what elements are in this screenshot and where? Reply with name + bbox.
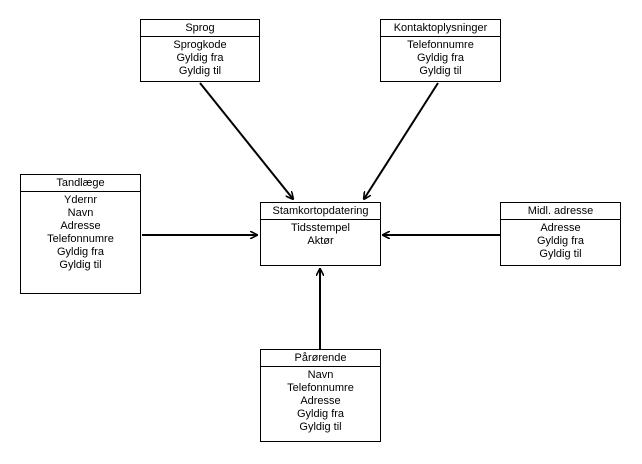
entity-field: Adresse — [300, 395, 341, 407]
entity-field: Gyldig fra — [536, 235, 585, 247]
entity-field: Sprogkode — [173, 39, 227, 51]
entity-field: Adresse — [60, 220, 101, 232]
entity-field: Telefonnumre — [47, 233, 114, 245]
arrow-sprog-to-stamkortopdatering — [199, 82, 293, 199]
entity-field: Gyldig til — [539, 248, 582, 260]
entity-field: Navn — [67, 207, 94, 219]
entity-field: Gyldig til — [419, 65, 462, 77]
entity-field: Tidsstempel — [291, 222, 350, 234]
entity-field: Gyldig fra — [176, 52, 224, 64]
entity-title: Stamkortopdatering — [261, 203, 380, 220]
entity-title: Kontaktoplysninger — [381, 20, 500, 37]
entity-field: Gyldig til — [59, 259, 102, 271]
entity-field: Telefonnumre — [407, 39, 474, 51]
entity-field: Ydernr — [63, 194, 98, 206]
entity-field: Adresse — [540, 222, 581, 234]
entity-title: Pårørende — [261, 350, 380, 367]
entity-field: Gyldig til — [178, 65, 222, 77]
entity-field: Gyldig til — [299, 421, 342, 433]
entity-title: Midl. adresse — [501, 203, 620, 220]
entity-title: Sprog — [141, 20, 259, 37]
entity-title: Tandlæge — [21, 175, 140, 192]
entity-field: Telefonnumre — [287, 382, 354, 394]
entity-field: Navn — [307, 369, 334, 381]
entity-field: Aktør — [307, 235, 334, 247]
arrow-kontaktoplysninger-to-stamkortopdatering — [364, 82, 439, 199]
entity-field: Gyldig fra — [56, 246, 105, 258]
entity-field: Gyldig fra — [296, 408, 345, 420]
entity-field: Gyldig fra — [416, 52, 465, 64]
